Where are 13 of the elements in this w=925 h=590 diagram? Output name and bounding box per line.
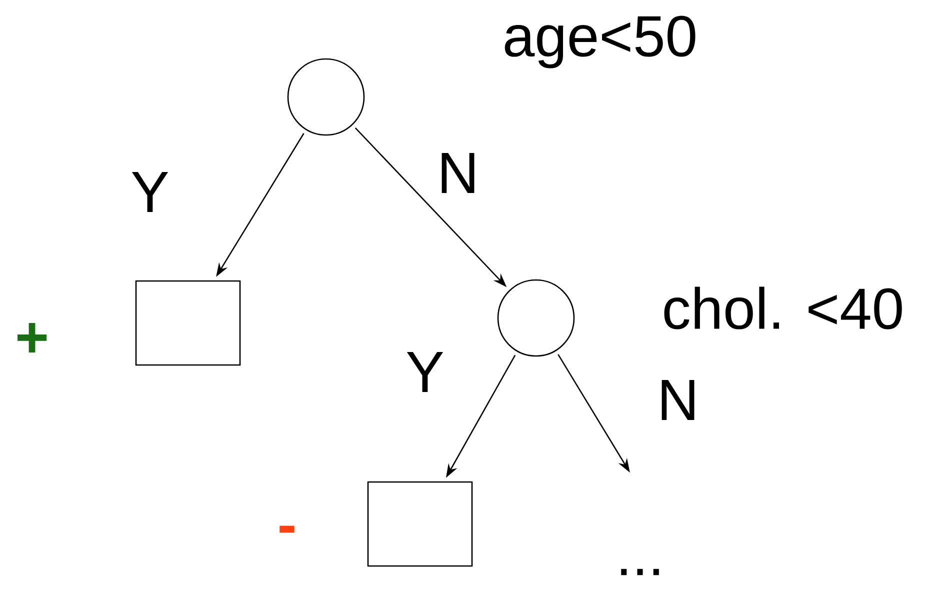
- split-condition: age<50: [504, 16, 696, 68]
- decision-circle: [287, 58, 365, 136]
- ellipsis-text: ...: [621, 568, 659, 576]
- class-sign: -: [280, 526, 294, 533]
- leaf-box: [135, 280, 241, 366]
- edge-label: N: [662, 380, 694, 420]
- class-sign: +: [18, 323, 47, 352]
- decision-circle: [497, 279, 575, 357]
- leaf-box: [367, 481, 473, 567]
- edge-label: Y: [406, 352, 444, 392]
- edge-label: N: [442, 153, 474, 193]
- split-condition: chol. <40: [664, 286, 902, 330]
- edge-label: Y: [132, 172, 168, 212]
